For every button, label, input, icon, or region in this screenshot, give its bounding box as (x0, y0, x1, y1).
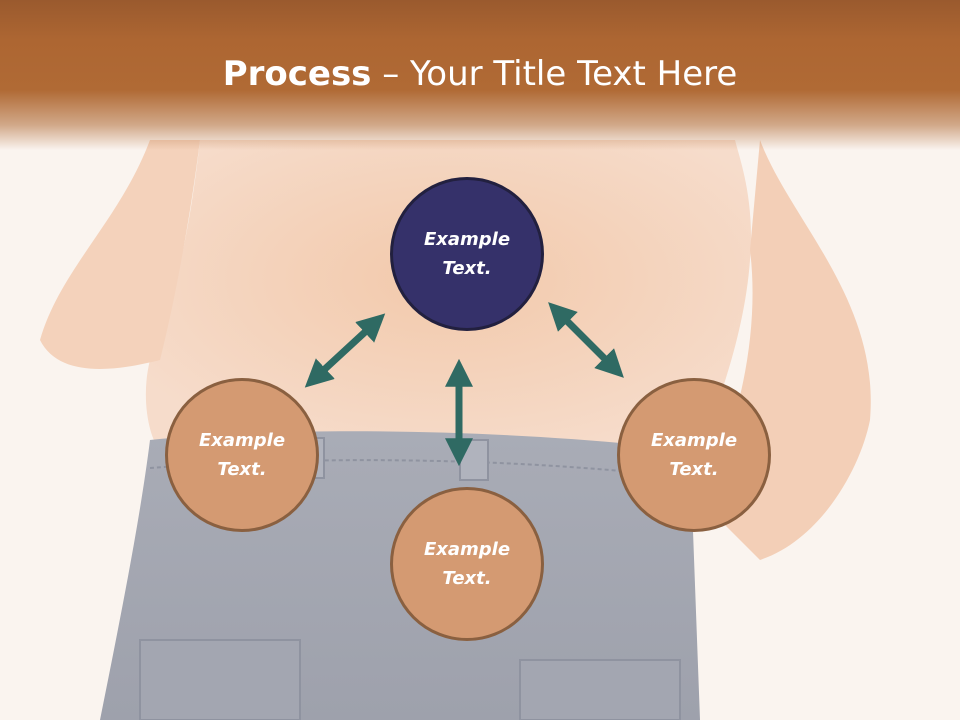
back-pocket-right (519, 659, 681, 720)
title-regular-part: – Your Title Text Here (371, 54, 738, 94)
node-bottom-label: Example Text. (423, 539, 511, 589)
node-right: Example Text. (617, 378, 771, 532)
node-top: Example Text. (390, 177, 544, 331)
node-top-label: Example Text. (423, 229, 511, 279)
arrow-top-right (548, 302, 624, 378)
node-left-label: Example Text. (198, 430, 286, 480)
left-arm-shape (40, 140, 200, 369)
node-right-label: Example Text. (650, 430, 738, 480)
title-band (0, 0, 960, 150)
back-pocket-left (139, 639, 301, 720)
page-title: Process – Your Title Text Here (0, 52, 960, 96)
title-bold-part: Process (222, 54, 372, 94)
node-bottom: Example Text. (390, 487, 544, 641)
node-left: Example Text. (165, 378, 319, 532)
arrow-top-left (304, 313, 386, 388)
